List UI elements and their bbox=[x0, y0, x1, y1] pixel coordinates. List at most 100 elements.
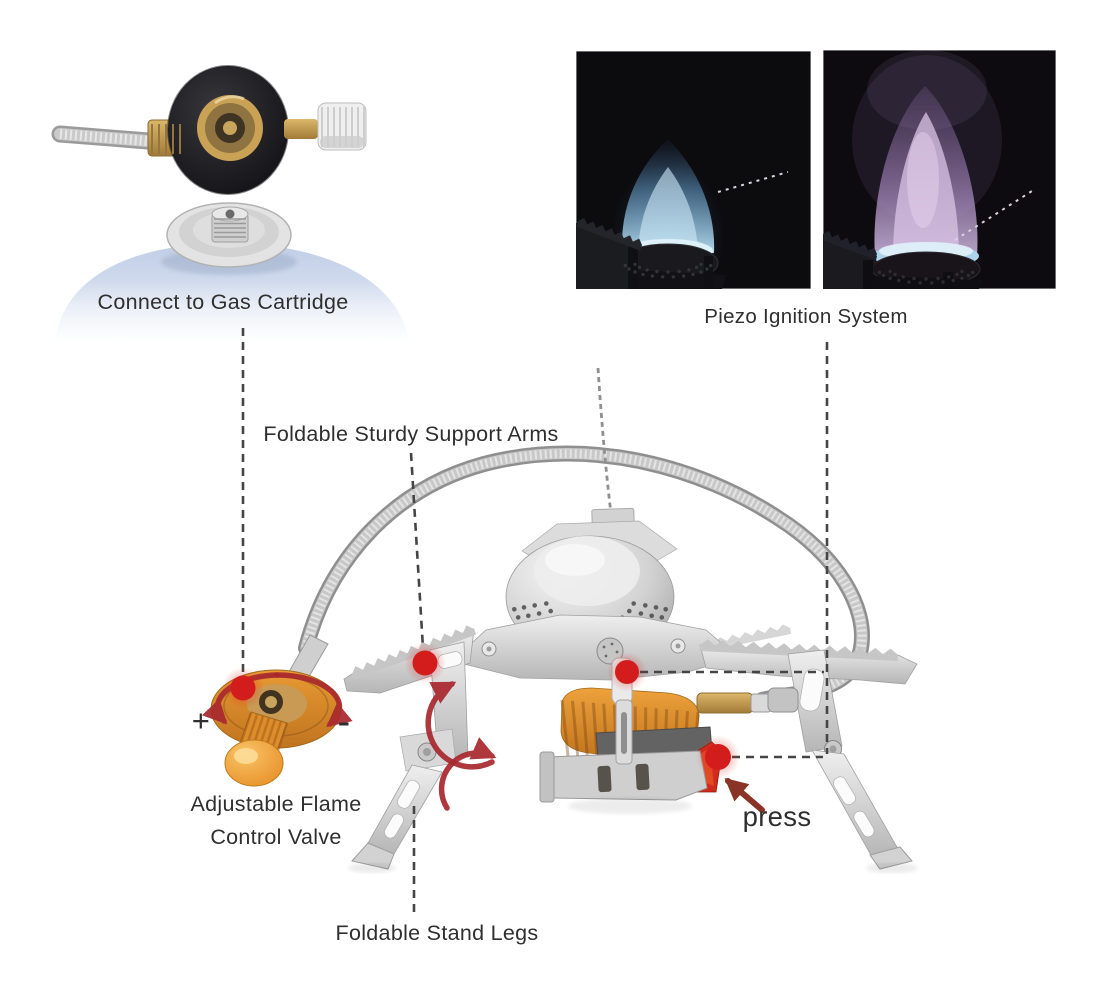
label-support-arms: Foldable Sturdy Support Arms bbox=[263, 422, 559, 446]
perforation-hole bbox=[691, 272, 695, 277]
brass-inlet-fitting bbox=[696, 692, 754, 714]
perforation-hole bbox=[687, 268, 691, 272]
perforation-hole bbox=[918, 281, 922, 285]
perforation-hole bbox=[645, 268, 649, 272]
perforation-hole bbox=[893, 272, 897, 277]
perforation-hole bbox=[888, 269, 892, 274]
gas-connector-photo bbox=[48, 65, 418, 344]
thumb-knob bbox=[317, 102, 367, 151]
perforation-hole bbox=[532, 603, 537, 608]
perforation-hole bbox=[941, 280, 945, 284]
cartridge-fade bbox=[48, 280, 418, 344]
perforation-hole bbox=[966, 273, 971, 278]
perforation-hole bbox=[623, 263, 627, 268]
perforation-hole bbox=[641, 272, 645, 277]
label-piezo-ignition: Piezo Ignition System bbox=[704, 305, 908, 328]
perforation-hole bbox=[650, 274, 655, 278]
perforation-hole bbox=[653, 605, 659, 610]
base-bracket-step bbox=[539, 751, 555, 803]
leg-silhouette bbox=[704, 256, 713, 289]
nipple-valve-hole bbox=[225, 209, 235, 219]
serrated-edge bbox=[823, 231, 877, 260]
bracket-slot bbox=[597, 765, 612, 793]
perforation-hole bbox=[960, 276, 964, 280]
arm-silhouette bbox=[576, 223, 642, 289]
perforation-hole bbox=[912, 276, 916, 281]
press-arrow bbox=[724, 778, 765, 813]
perforation-hole bbox=[631, 601, 636, 606]
flame-photo-high bbox=[823, 50, 1056, 289]
perforation-hole bbox=[936, 276, 940, 281]
perforation-hole bbox=[544, 601, 549, 606]
callout-lines bbox=[241, 328, 829, 917]
knurl-line bbox=[591, 702, 599, 758]
leg-slot bbox=[853, 810, 875, 838]
perforation-hole bbox=[924, 277, 928, 281]
valve-center-pin bbox=[265, 696, 277, 708]
right-brass-tube bbox=[284, 119, 318, 139]
riser-cutout bbox=[799, 668, 825, 712]
burner-dome-highlight bbox=[545, 544, 605, 576]
control-knob-tip bbox=[224, 739, 284, 787]
marker-dot-arm bbox=[412, 650, 438, 676]
label-stand-legs: Foldable Stand Legs bbox=[335, 921, 539, 945]
perforation-hole bbox=[901, 275, 905, 279]
perforation-hole bbox=[627, 608, 632, 614]
perforation-hole bbox=[955, 272, 959, 277]
label-minus-sign: - bbox=[337, 701, 351, 743]
foot-shadow bbox=[866, 863, 918, 873]
label-connect-gas-cartridge: Connect to Gas Cartridge bbox=[97, 290, 349, 314]
fold-arrow-upper bbox=[425, 681, 495, 770]
perforation-hole bbox=[526, 613, 531, 619]
perforation-hole bbox=[705, 267, 709, 271]
hose-mid bbox=[54, 128, 154, 147]
label-plus-sign: + bbox=[191, 703, 211, 738]
perforation-hole bbox=[699, 270, 703, 274]
perforation-hole bbox=[627, 267, 631, 271]
connector-pin bbox=[223, 121, 237, 135]
marker-dot-press bbox=[705, 744, 731, 770]
body-bolt-center bbox=[486, 646, 492, 652]
knurl-line bbox=[581, 701, 589, 758]
perforation-hole bbox=[633, 262, 637, 267]
leg-silhouette bbox=[863, 260, 873, 289]
perforation-hole bbox=[888, 276, 892, 280]
perforation-hole bbox=[877, 270, 882, 275]
perforation-hole bbox=[907, 280, 911, 284]
lever-pin-slot bbox=[621, 712, 627, 754]
leg-silhouette bbox=[943, 272, 953, 289]
brass-highlight bbox=[214, 95, 245, 105]
perforation-hole bbox=[661, 275, 665, 279]
stand-leg-front bbox=[367, 764, 443, 855]
flame-photo-low bbox=[576, 51, 811, 289]
perforation-hole bbox=[881, 273, 886, 278]
hinge-rivet-center bbox=[829, 745, 837, 753]
flame-core bbox=[638, 167, 698, 253]
perforation-hole bbox=[637, 265, 642, 270]
perforation-hole bbox=[649, 613, 654, 619]
perforation-hole bbox=[515, 615, 521, 620]
perforation-hole bbox=[663, 607, 668, 612]
body-bolt-center bbox=[675, 643, 681, 649]
perforation-hole bbox=[694, 265, 699, 270]
rotate-arrow-right bbox=[274, 672, 353, 728]
perforation-hole bbox=[681, 274, 686, 278]
perforation-hole bbox=[677, 269, 681, 274]
leg-slot bbox=[397, 779, 420, 809]
foot-shadow bbox=[348, 863, 396, 873]
serrated-edge bbox=[576, 218, 642, 251]
perforation-hole bbox=[548, 608, 553, 614]
marker-dot-electrode bbox=[615, 660, 639, 684]
label-adjustable-flame-line2: Control Valve bbox=[210, 825, 342, 849]
perforation-hole bbox=[947, 275, 951, 279]
body-shadow bbox=[568, 798, 692, 814]
knob-highlight bbox=[234, 748, 258, 764]
leg-silhouette bbox=[628, 247, 638, 289]
burner-base-silhouette bbox=[612, 269, 726, 289]
perforation-hole bbox=[521, 605, 527, 610]
flame-control-valve bbox=[210, 634, 342, 787]
marker-dots bbox=[222, 642, 740, 779]
bracket-slot bbox=[635, 763, 650, 791]
